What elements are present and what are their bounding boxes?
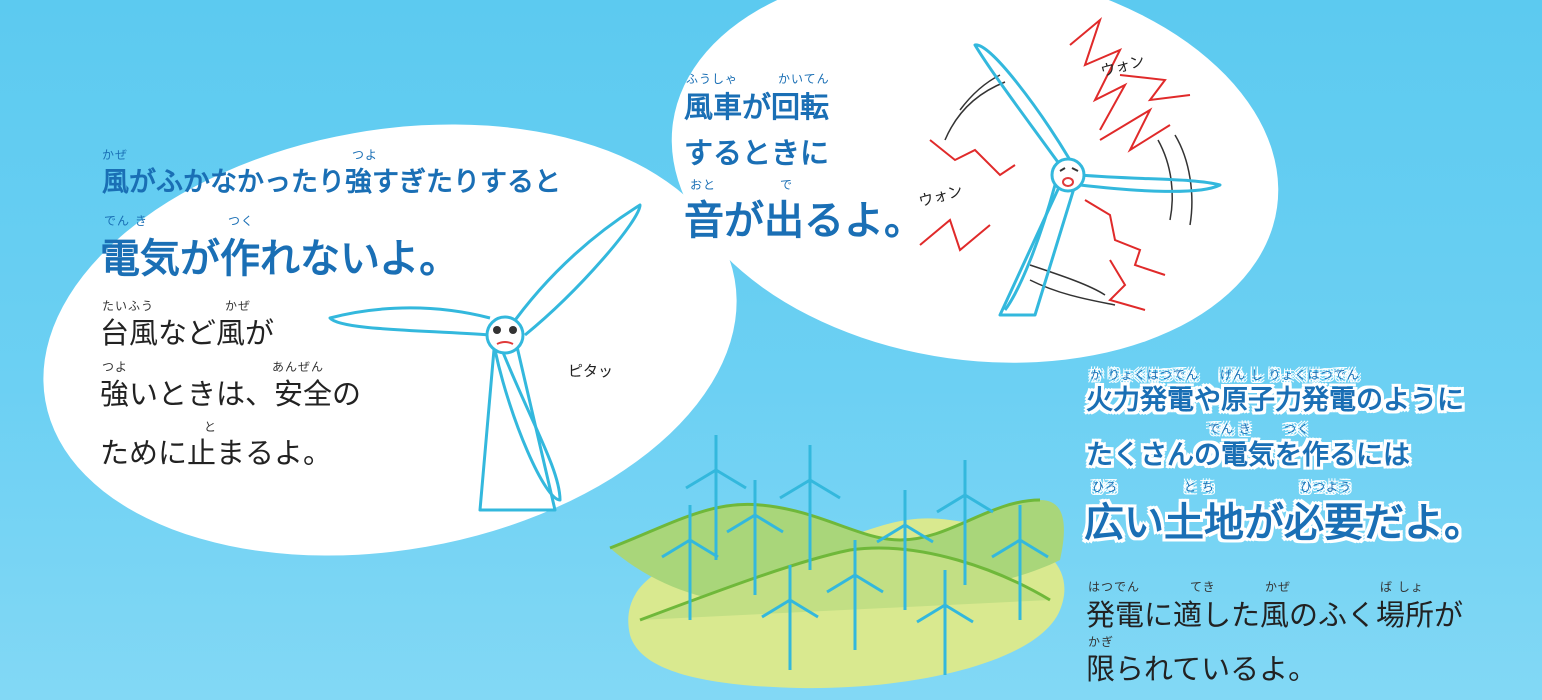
- ruby-taifuu: たいふう: [102, 299, 155, 313]
- ruby-anzen: あんぜん: [272, 360, 325, 374]
- left-bubble-body-line3: ために止まるよ。: [100, 436, 333, 470]
- ruby-kaze3: かぜ: [1265, 580, 1292, 594]
- ruby-fuusha: ふうしゃ: [686, 72, 739, 86]
- right-bubble-headline: 音が出るよ。: [684, 198, 924, 244]
- left-bubble-body-line1: 台風など風が: [100, 316, 275, 350]
- right-turbine: [973, 43, 1222, 317]
- ruby-hatsuden: はつでん: [1088, 580, 1141, 594]
- right-bubble-line2: するときに: [684, 136, 830, 170]
- bottom-line1: 火力発電や原子力発電のように: [1086, 385, 1464, 416]
- ruby-kaze2: かぜ: [225, 299, 252, 313]
- ruby-hiro: ひろ: [1092, 480, 1119, 494]
- right-bubble-line1: 風車が回転: [684, 90, 830, 124]
- ruby-kaiten: かいてん: [778, 72, 830, 86]
- ruby-kagi: かぎ: [1088, 635, 1115, 649]
- right-speech-bubble: [671, 0, 1279, 363]
- bottom-body-line1: 発電に適した風のふく場所が: [1086, 598, 1464, 632]
- ruby-tsuyo: つよ: [352, 148, 379, 162]
- ruby-denki: でん き: [104, 214, 148, 228]
- ruby-denki2: でん き: [1208, 422, 1252, 436]
- ruby-teki: てき: [1190, 580, 1216, 594]
- ruby-genshiryoku: げん し りょくはつでん: [1220, 368, 1360, 382]
- ruby-basho: ば しょ: [1380, 580, 1424, 594]
- small-turbines: [661, 435, 1049, 675]
- noise-lines: [919, 16, 1191, 311]
- bottom-headline: 広い土地が必要だよ。: [1084, 500, 1484, 546]
- ruby-tsuku: つく: [228, 214, 255, 228]
- left-bubble-body-line2: 強いときは、安全の: [100, 377, 362, 411]
- ruby-tochi: と ち: [1184, 480, 1215, 494]
- left-turbine: [328, 203, 642, 512]
- ruby-oto: おと: [690, 178, 717, 192]
- ruby-de: で: [780, 178, 794, 192]
- ruby-tsuku2: つく: [1284, 422, 1311, 436]
- ruby-karyoku: か りょくはつでん: [1090, 368, 1199, 382]
- ruby-hitsuyou: ひつよう: [1300, 480, 1353, 494]
- sfx-pita: ピタッ: [568, 362, 614, 380]
- bottom-body-line2: 限られているよ。: [1086, 652, 1318, 686]
- left-bubble-headline: 電気が作れないよ。: [100, 236, 460, 282]
- ruby-tsuyo2: つよ: [102, 360, 129, 374]
- ruby-to: と: [204, 420, 218, 434]
- wind-farm-island: [609, 498, 1065, 689]
- ruby-kaze: かぜ: [102, 148, 129, 162]
- left-bubble-line1: 風がふかなかったり強すぎたりすると: [102, 167, 561, 198]
- left-speech-bubble: [43, 124, 737, 556]
- bottom-line2: たくさんの電気を作るには: [1086, 440, 1410, 471]
